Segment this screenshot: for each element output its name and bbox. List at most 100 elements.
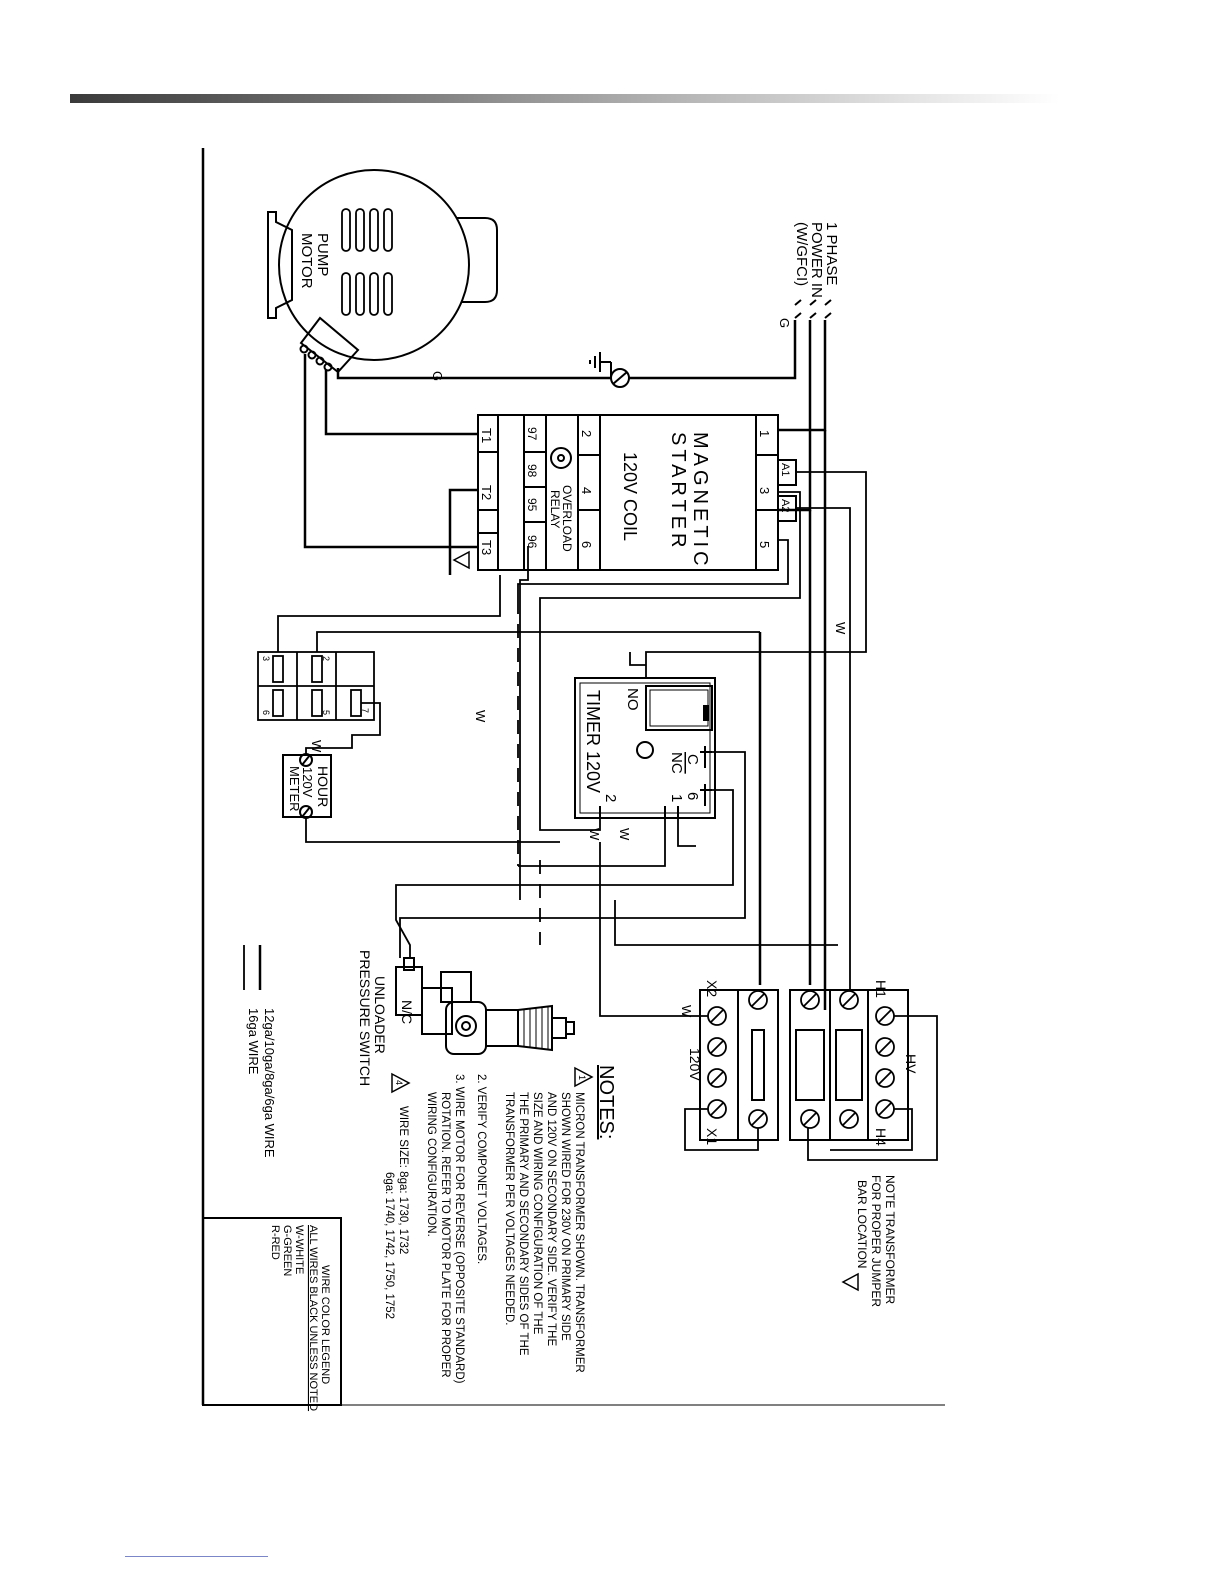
footer-rule <box>125 1556 268 1557</box>
timer-contact-c: C <box>684 754 701 765</box>
note-1-text: MICRON TRANSFORMER SHOWN. TRANSFORMER SH… <box>503 1092 585 1373</box>
legend-item-green: G-GREEN <box>281 1225 293 1276</box>
transformer-hv: HV <box>903 1054 919 1074</box>
white-wire-label-6: W <box>679 1005 694 1018</box>
unloader-label-1: UNLOADER <box>372 976 388 1054</box>
note-1-line-6: TRANSFORMER PER VOLTAGES NEEDED. <box>503 1092 515 1325</box>
overload-relay-label-2: RELAY <box>548 490 562 528</box>
terminal-98: 98 <box>525 464 539 478</box>
note-3-line-2: ROTATION. REFER TO MOTOR PLATE FOR PROPE… <box>439 1092 451 1378</box>
starter-terminal-labels: 1 3 5 A1 A2 2 4 6 97 98 95 96 T1 T2 T3 <box>479 427 791 555</box>
pump-motor-label-2: MOTOR <box>298 233 315 289</box>
heavy-wires <box>303 320 827 1010</box>
note-1-line-1: MICRON TRANSFORMER SHOWN. TRANSFORMER <box>573 1092 585 1373</box>
note-4-text: WIRE SIZE: 8ga: 1730, 1732 6ga: 1740, 17… <box>383 1106 409 1319</box>
timer-contact-nc: NC <box>668 752 685 774</box>
dashed-wires <box>517 470 826 945</box>
legend-title: WIRE COLOR LEGEND <box>319 1265 331 1384</box>
legend-item-white: W-WHITE <box>293 1225 305 1274</box>
transformer-note-1: NOTE TRANSFORMER <box>883 1175 897 1304</box>
power-in-label-1: 1 PHASE <box>823 222 840 285</box>
terminal-t3: T3 <box>479 540 494 555</box>
note-1-line-4: SIZE AND WIRING CONFIGURATION OF THE <box>531 1092 543 1335</box>
wire-key-light-label: 16ga WIRE <box>246 1008 261 1075</box>
note-1-line-3: AND 120V ON SECONDARY SIDE. VERIFY THE <box>545 1092 557 1346</box>
timer-contact-6: 6 <box>684 792 701 800</box>
starter-title-1: MAGNETIC <box>689 432 711 570</box>
timer-label: TIMER 120V <box>583 690 603 793</box>
note-2: 2. VERIFY COMPONET VOLTAGES. <box>475 1074 487 1264</box>
ground-wire-label-1: G <box>777 318 792 328</box>
note-1-line-5: THE PRIMARY AND SECONDARY SIDES OF THE <box>517 1092 529 1356</box>
power-in-label-3: (W/GFCI) <box>793 222 810 286</box>
note-3-line-1: 3. WIRE MOTOR FOR REVERSE (OPPOSITE STAN… <box>453 1074 465 1384</box>
unloader-pressure-switch <box>395 957 575 1055</box>
note-3-marker-transformer <box>841 1272 859 1292</box>
ground-terminal <box>589 352 630 388</box>
motor-vents <box>341 208 393 316</box>
transformer-x1: X1 <box>704 1128 720 1145</box>
white-wire-label-5: W <box>587 828 602 841</box>
transformer-note-3: BAR LOCATION <box>855 1180 869 1268</box>
hour-meter-voltage: 120V <box>300 767 315 798</box>
legend-subtitle: ALL WIRES BLACK UNLESS NOTED <box>307 1225 319 1411</box>
terminal-1: 1 <box>757 430 772 437</box>
hour-meter-label-2: METER <box>287 766 302 812</box>
switch-terminal-3: 3 <box>261 656 271 661</box>
ground-wire-label-2: G <box>430 371 445 381</box>
light-wires <box>277 471 938 1161</box>
switch-terminal-labels: 2 3 5 6 7 <box>261 656 370 715</box>
starter-title-2: STARTER <box>667 432 689 552</box>
switch-terminal-2: 2 <box>321 656 331 661</box>
terminal-a1: A1 <box>779 463 791 476</box>
transformer-x2: X2 <box>704 980 720 997</box>
pump-motor-label-1: PUMP <box>314 233 331 276</box>
power-in-leads <box>794 299 832 319</box>
power-in-label-2: POWER IN <box>808 222 825 298</box>
hour-meter-label-1: HOUR <box>315 766 331 807</box>
terminal-t2: T2 <box>479 485 494 500</box>
unloader-nc-label: N/C <box>399 1000 415 1024</box>
transformer <box>699 989 909 1141</box>
switch-terminal-5: 5 <box>321 710 331 715</box>
switch-terminal-6: 6 <box>261 710 271 715</box>
timer-contact-no: NO <box>624 688 641 711</box>
switch-block <box>257 651 375 721</box>
note-4-line-2: 6ga: 1740, 1742, 1750, 1752 <box>383 1172 395 1319</box>
timer <box>574 677 716 819</box>
timer-contact-2: 2 <box>602 794 619 802</box>
transformer-h1: H1 <box>873 980 889 998</box>
terminal-97: 97 <box>525 427 539 441</box>
timer-contact-1: 1 <box>668 794 685 802</box>
note-1-marker-number: 1 <box>577 1075 587 1080</box>
note-4-line-1: WIRE SIZE: 8ga: 1730, 1732 <box>397 1106 409 1254</box>
note-3-line-3: WIRING CONFIGURATION. <box>425 1092 437 1237</box>
wire-color-legend <box>202 1217 342 1406</box>
terminal-95: 95 <box>525 498 539 512</box>
white-wire-label-4: W <box>617 828 632 841</box>
terminal-2: 2 <box>579 430 594 437</box>
note-3-marker <box>452 550 470 570</box>
terminal-96: 96 <box>525 535 539 549</box>
terminal-4: 4 <box>579 487 594 494</box>
note-4-marker <box>391 1072 411 1094</box>
white-wire-label-2: W <box>473 710 488 723</box>
terminal-t1: T1 <box>479 428 494 443</box>
transformer-h4: H4 <box>873 1128 889 1146</box>
terminal-3: 3 <box>757 487 772 494</box>
transformer-screws <box>707 990 895 1129</box>
note-1-line-2: SHOWN WIRED FOR 230V ON PRIMARY SIDE <box>559 1092 571 1341</box>
note-3-text: 3. WIRE MOTOR FOR REVERSE (OPPOSITE STAN… <box>425 1074 465 1384</box>
wire-key <box>243 945 262 990</box>
switch-terminal-7: 7 <box>360 708 370 713</box>
starter-coil-label: 120V COIL <box>620 452 640 541</box>
transformer-120v: 120V <box>687 1048 703 1081</box>
white-wire-label-1: W <box>833 622 848 635</box>
header-gradient-bar <box>70 94 1060 103</box>
notes-heading: NOTES: <box>595 1065 617 1139</box>
note-4-marker-number: 4 <box>394 1080 404 1085</box>
terminal-5: 5 <box>757 541 772 548</box>
pump-motor <box>267 169 498 374</box>
terminal-6: 6 <box>579 541 594 548</box>
